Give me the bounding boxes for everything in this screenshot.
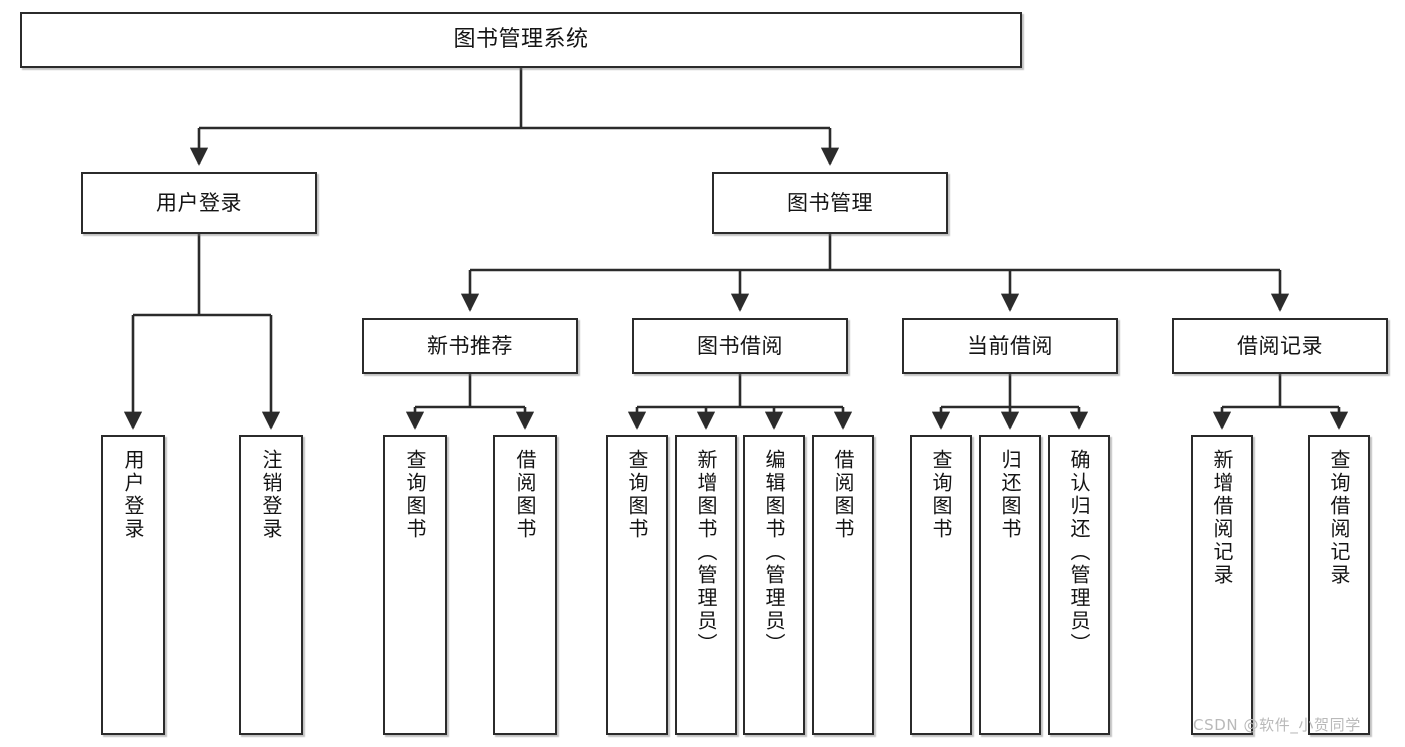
leaf-current-borrow-return[interactable]: 归还图书 xyxy=(979,435,1041,735)
node-root[interactable]: 图书管理系统 xyxy=(20,12,1022,68)
node-user-login[interactable]: 用户登录 xyxy=(81,172,317,234)
leaf-label: 用户登录 xyxy=(121,449,145,541)
leaf-new-book-borrow[interactable]: 借阅图书 xyxy=(493,435,557,735)
leaf-book-borrow-add[interactable]: 新增图书（管理员） xyxy=(675,435,737,735)
leaf-book-borrow-query[interactable]: 查询图书 xyxy=(606,435,668,735)
node-borrow-record-label: 借阅记录 xyxy=(1237,333,1323,358)
leaf-label: 查询借阅记录 xyxy=(1327,449,1351,587)
node-current-borrow[interactable]: 当前借阅 xyxy=(902,318,1118,374)
leaf-new-book-query[interactable]: 查询图书 xyxy=(383,435,447,735)
node-new-book-recommend-label: 新书推荐 xyxy=(427,333,513,358)
node-current-borrow-label: 当前借阅 xyxy=(967,333,1053,358)
leaf-label: 注销登录 xyxy=(259,449,283,541)
node-book-borrow-label: 图书借阅 xyxy=(697,333,783,358)
node-new-book-recommend[interactable]: 新书推荐 xyxy=(362,318,578,374)
leaf-label: 查询图书 xyxy=(625,449,649,541)
leaf-label: 确认归还（管理员） xyxy=(1067,449,1091,656)
node-root-label: 图书管理系统 xyxy=(453,27,589,53)
leaf-current-borrow-confirm[interactable]: 确认归还（管理员） xyxy=(1048,435,1110,735)
leaf-user-login-signout[interactable]: 注销登录 xyxy=(239,435,303,735)
node-borrow-record[interactable]: 借阅记录 xyxy=(1172,318,1388,374)
leaf-label: 新增图书（管理员） xyxy=(694,449,718,656)
watermark: CSDN @软件_小贺同学 xyxy=(1193,716,1361,734)
node-book-borrow[interactable]: 图书借阅 xyxy=(632,318,848,374)
leaf-label: 编辑图书（管理员） xyxy=(762,449,786,656)
leaf-label: 归还图书 xyxy=(998,449,1022,541)
leaf-book-borrow-edit[interactable]: 编辑图书（管理员） xyxy=(743,435,805,735)
leaf-label: 查询图书 xyxy=(929,449,953,541)
node-book-management-label: 图书管理 xyxy=(787,190,873,215)
leaf-borrow-record-add[interactable]: 新增借阅记录 xyxy=(1191,435,1253,735)
leaf-label: 新增借阅记录 xyxy=(1210,449,1234,587)
leaf-label: 借阅图书 xyxy=(831,449,855,541)
leaf-user-login-signin[interactable]: 用户登录 xyxy=(101,435,165,735)
leaf-label: 查询图书 xyxy=(403,449,427,541)
leaf-borrow-record-query[interactable]: 查询借阅记录 xyxy=(1308,435,1370,735)
leaf-book-borrow-lend[interactable]: 借阅图书 xyxy=(812,435,874,735)
node-book-management[interactable]: 图书管理 xyxy=(712,172,948,234)
leaf-current-borrow-query[interactable]: 查询图书 xyxy=(910,435,972,735)
leaf-label: 借阅图书 xyxy=(513,449,537,541)
node-user-login-label: 用户登录 xyxy=(156,190,242,215)
